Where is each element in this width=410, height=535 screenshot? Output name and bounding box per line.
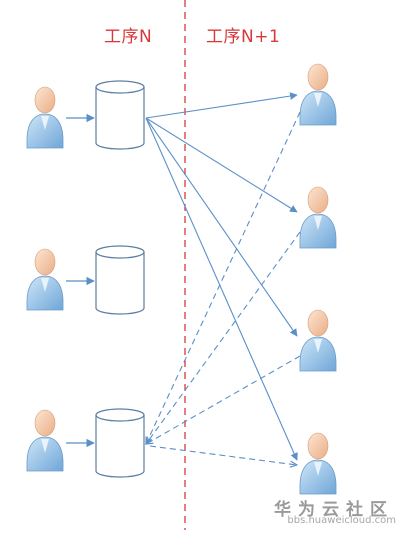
worker-left-1-icon <box>26 86 64 149</box>
watermark-site-name: 华为云社区 <box>274 500 394 520</box>
worker-left-3-icon <box>26 409 64 472</box>
watermark-site-url: bbs.huaweicloud.com <box>287 515 396 526</box>
worker-left-2-icon <box>26 248 64 311</box>
worker-right-4-icon <box>299 432 337 495</box>
stage-n-plus-1-label: 工序N+1 <box>206 27 281 47</box>
worker-right-3-icon <box>299 309 337 372</box>
dashed-arrow-queue3-to-right4 <box>149 445 297 465</box>
dashed-arrow-right3-to-queue3 <box>146 355 301 444</box>
worker-right-2-icon <box>299 186 337 249</box>
queue-cylinder-3-icon <box>95 408 145 478</box>
dashed-arrow-right1-to-queue3 <box>146 111 301 444</box>
arrow-queue1-to-right4 <box>145 117 298 461</box>
worker-right-1-icon <box>299 63 337 126</box>
arrow-queue1-to-right1 <box>145 92 298 119</box>
dashed-arrow-right2-to-queue3 <box>146 231 301 444</box>
queue-cylinder-1-icon <box>95 80 145 150</box>
stage-n-label: 工序N <box>104 27 153 47</box>
queue-cylinder-2-icon <box>95 245 145 315</box>
arrow-queue1-to-right3 <box>145 117 298 337</box>
arrow-queue1-to-right2 <box>145 117 298 213</box>
